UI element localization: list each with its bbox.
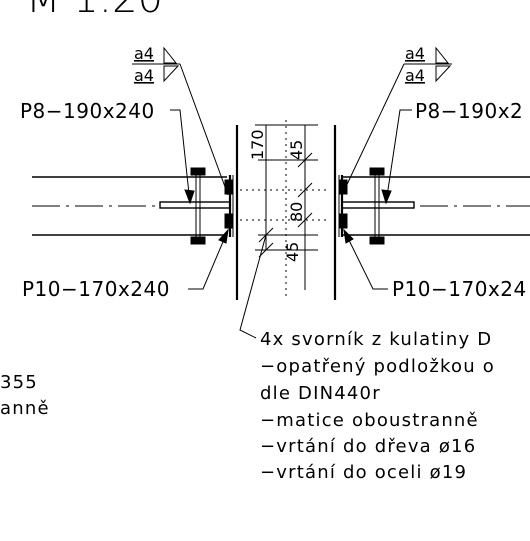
bolt-note-4: −matice oboustranně xyxy=(260,410,479,431)
label-lower-right: P10−170x24 xyxy=(392,277,527,301)
dimension-lines xyxy=(255,124,318,290)
label-upper-left: P8−190x240 xyxy=(20,99,155,123)
label-upper-right: P8−190x2 xyxy=(415,99,523,123)
label-lower-left: P10−170x240 xyxy=(22,277,170,301)
bolts xyxy=(190,167,385,245)
arrow-upper-right xyxy=(381,189,392,205)
weld-left-bottom: a4 xyxy=(134,66,154,85)
dim-80: 80 xyxy=(287,202,306,222)
scale-title: M 1:20 xyxy=(26,0,163,22)
dim-45-top: 45 xyxy=(287,140,306,160)
bolt-note-2: −opatřený podložkou o xyxy=(260,356,495,377)
right-end-plate xyxy=(333,125,344,300)
weld-left-top: a4 xyxy=(134,44,154,63)
bolt-note-1: 4x svorník z kulatiny D xyxy=(260,329,492,350)
weld-marks xyxy=(224,179,348,229)
leader-bolt-note xyxy=(239,234,267,339)
bolt-note-6: −vrtání do oceli ø19 xyxy=(260,462,467,483)
leader-lower-left xyxy=(188,229,229,290)
bolt-note-5: −vrtání do dřeva ø16 xyxy=(260,436,476,457)
bolt-note-3: dle DIN440r xyxy=(260,383,381,404)
left-beam xyxy=(32,176,227,236)
left-note-2: anně xyxy=(0,398,50,419)
weld-symbol-left: a4 a4 xyxy=(132,44,229,196)
arrow-lower-right xyxy=(343,228,354,244)
right-fin-plate xyxy=(341,201,415,209)
arrow-upper-left xyxy=(184,189,195,205)
left-note-1: 355 xyxy=(0,372,38,393)
leader-upper-left xyxy=(170,109,191,204)
leader-lower-right xyxy=(343,229,388,290)
right-beam xyxy=(343,176,530,236)
weld-symbol-right: a4 a4 xyxy=(341,44,452,196)
arrow-lower-left xyxy=(218,228,229,244)
leader-upper-right xyxy=(385,109,412,204)
weld-right-bottom: a4 xyxy=(405,66,425,85)
left-fin-plate xyxy=(159,201,231,209)
left-end-plate xyxy=(228,125,239,300)
weld-right-top: a4 xyxy=(405,44,425,63)
dim-45-bottom: 45 xyxy=(283,242,302,262)
dim-170: 170 xyxy=(248,129,267,160)
